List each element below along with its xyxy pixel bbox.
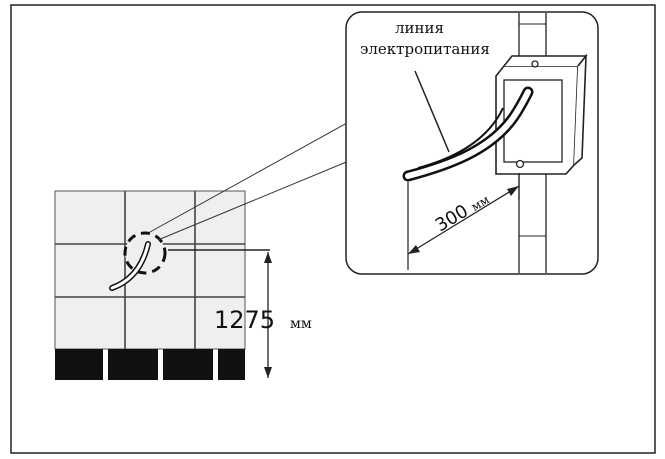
power-line-label-1: линия xyxy=(395,19,444,37)
dim-1275-arrow-top xyxy=(264,252,272,263)
box-side-flange xyxy=(573,53,587,166)
power-cable-fill xyxy=(405,89,531,179)
baseboard-block-4 xyxy=(218,349,245,380)
power-cable xyxy=(402,86,534,182)
outer-frame xyxy=(10,4,656,454)
baseboard xyxy=(55,349,245,380)
zoom-line-lower xyxy=(157,157,357,241)
power-cable-second-outline xyxy=(417,107,504,169)
zoom-line-upper xyxy=(149,117,357,233)
dimension-1275: 1275 мм xyxy=(214,252,312,378)
power-line-label-2: электропитания xyxy=(360,40,490,58)
wall-hole xyxy=(109,231,270,291)
baseboard-block-1 xyxy=(55,349,103,380)
dim-300-arrow-left xyxy=(408,245,420,254)
dim-300-line xyxy=(407,185,520,255)
dim-300-arrow-right xyxy=(507,186,519,196)
baseboard-block-3 xyxy=(163,349,213,380)
dim-1275-arrow-bottom xyxy=(264,367,272,378)
label-leader-line xyxy=(414,70,450,153)
zoom-lines xyxy=(149,117,357,241)
cable-out-of-wall-inner xyxy=(110,242,150,290)
dim-1275-value: 1275 xyxy=(214,306,275,334)
baseboard-block-2 xyxy=(108,349,158,380)
box-screw-top xyxy=(531,60,539,68)
detail-callout: линия электропитания 300 мм xyxy=(345,11,599,275)
box-top-flange xyxy=(503,55,588,67)
box-screw-bottom xyxy=(515,159,525,169)
dim-1275-unit: мм xyxy=(290,316,312,332)
